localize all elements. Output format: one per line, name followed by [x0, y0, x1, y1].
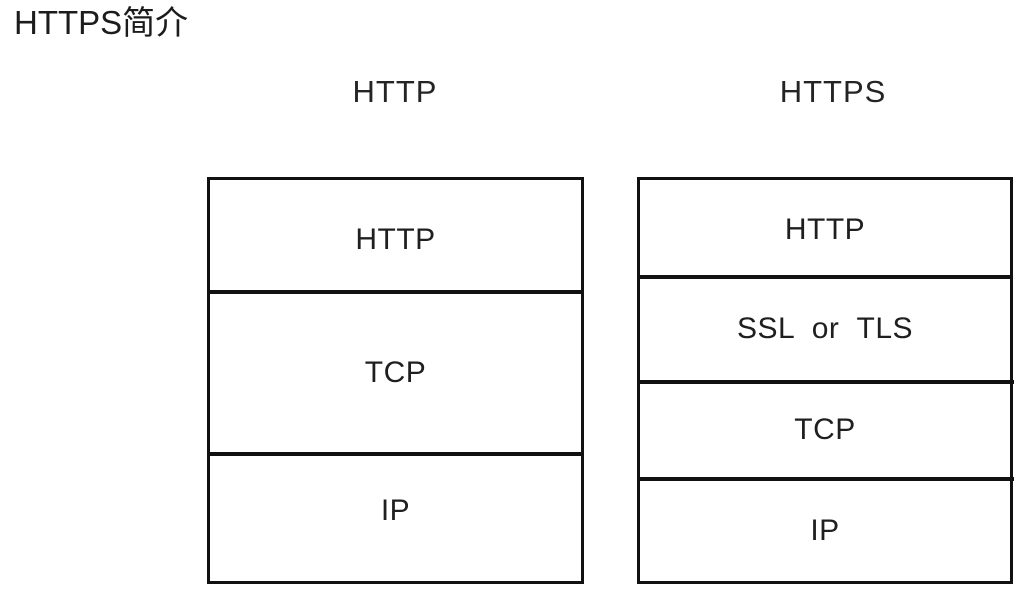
- stack-layer-label: HTTP: [355, 223, 436, 256]
- stack-layer-label: SSL or TLS: [736, 311, 914, 345]
- stack-layer-label: IP: [380, 493, 411, 527]
- stack-header-https: HTTPS: [779, 74, 887, 109]
- protocol-stack-https: HTTP SSL or TLS TCP IP: [637, 177, 1014, 584]
- stack-layer-http-tcp: TCP: [210, 290, 581, 452]
- stack-layer-https-tcp: TCP: [640, 380, 1010, 477]
- stack-layer-https-ssl-tls: SSL or TLS: [640, 275, 1010, 380]
- stack-divider: [640, 477, 1014, 481]
- stack-layer-http-ip: IP: [210, 452, 581, 581]
- stack-layer-https-ip: IP: [640, 477, 1010, 581]
- stack-layer-label: HTTP: [784, 212, 866, 246]
- stack-layer-https-http: HTTP: [640, 180, 1010, 275]
- stack-layer-label: TCP: [794, 412, 856, 446]
- stack-layer-http-http: HTTP: [210, 180, 581, 290]
- stack-divider: [207, 290, 584, 294]
- stack-layer-label: IP: [810, 514, 840, 547]
- stack-header-http: HTTP: [352, 74, 438, 109]
- stack-divider: [207, 452, 584, 456]
- stack-divider: [637, 275, 1013, 279]
- protocol-stack-http: HTTP TCP IP: [207, 177, 584, 584]
- page-title: HTTPS简介: [14, 4, 189, 41]
- stack-layer-label: TCP: [364, 356, 427, 389]
- stack-divider: [640, 380, 1014, 384]
